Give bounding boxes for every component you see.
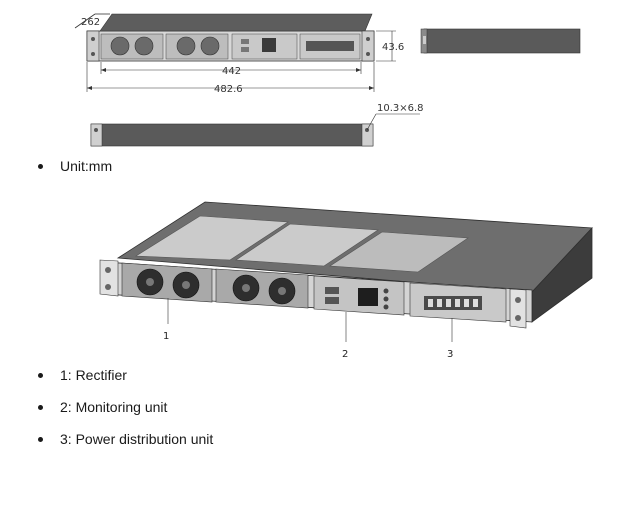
slot-label: 10.3×6.8: [377, 103, 424, 114]
bullet-dot: [38, 372, 43, 378]
height-label: 43.6: [382, 42, 404, 53]
bullet-distribution: 3: Power distribution unit: [38, 431, 213, 447]
bullet-rectifier: 1: Rectifier: [38, 367, 127, 383]
callout-1: 1: [163, 331, 170, 342]
depth-label: 262: [81, 17, 100, 28]
inner-width-label: 442: [222, 66, 241, 77]
outer-width-label: 482.6: [214, 84, 243, 95]
product-illustration: [99, 201, 593, 342]
bullet-text: 3: Power distribution unit: [60, 431, 214, 447]
bullet-dot: [38, 163, 43, 169]
bullet-unit: Unit:mm: [38, 158, 112, 174]
dimension-drawing: 262 43.6 442 482.6 10.3×6.8: [74, 13, 581, 147]
bullet-text: Unit:mm: [60, 158, 113, 174]
callout-3: 3: [447, 349, 454, 360]
callout-2: 2: [342, 349, 349, 360]
bullet-dot: [38, 404, 43, 410]
bullet-dot: [38, 436, 43, 442]
bullet-text: 1: Rectifier: [60, 367, 127, 383]
bullet-text: 2: Monitoring unit: [60, 399, 168, 415]
bullet-monitoring: 2: Monitoring unit: [38, 399, 167, 415]
